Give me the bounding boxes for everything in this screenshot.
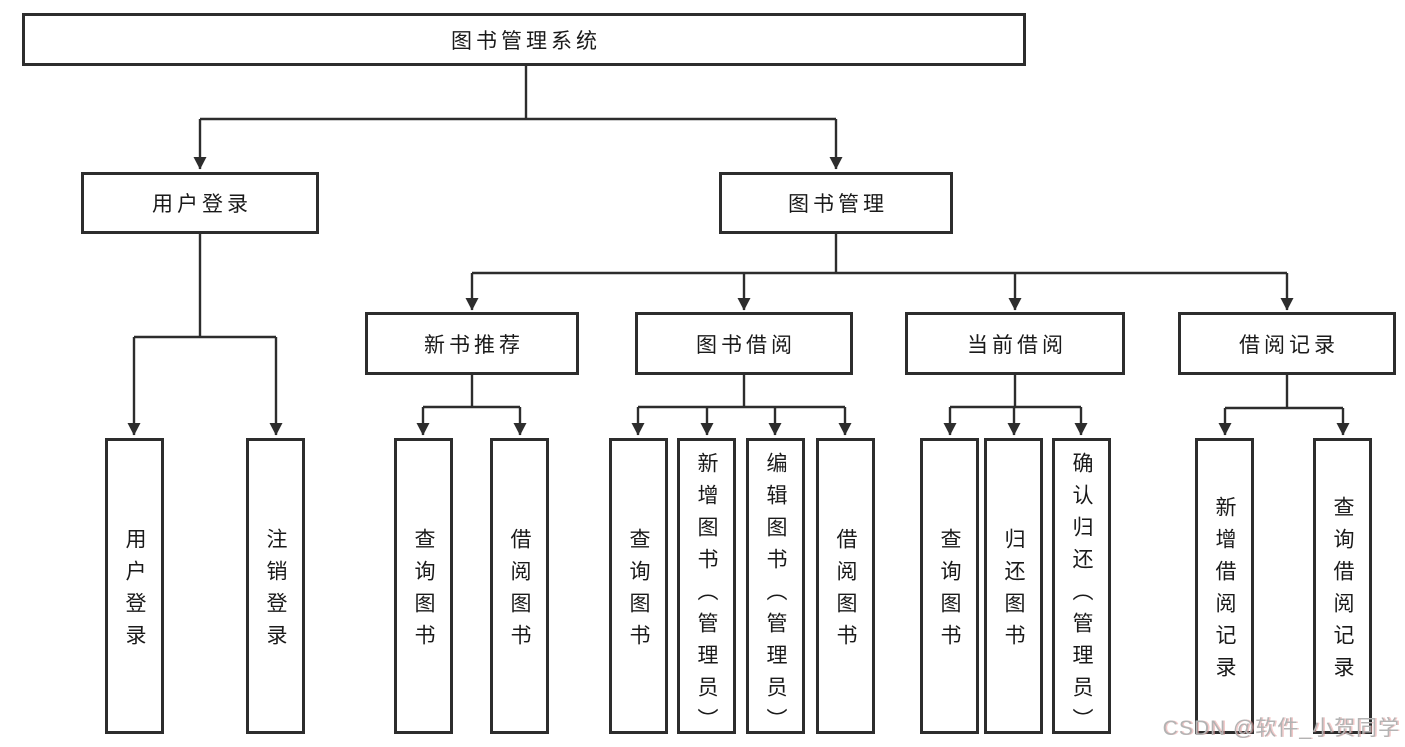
leaf-label: 新增图书（管理员） [695, 452, 718, 740]
node-label: 图书借阅 [696, 333, 796, 357]
leaf-query-books-borrowing: 查询图书 [609, 438, 668, 734]
leaf-label: 查询借阅记录 [1331, 495, 1354, 688]
leaf-label: 新增借阅记录 [1213, 495, 1236, 688]
leaf-label: 注销登录 [264, 527, 287, 656]
leaf-label: 确认归还（管理员） [1070, 452, 1093, 740]
leaf-add-books-admin: 新增图书（管理员） [677, 438, 736, 740]
leaf-label: 查询图书 [627, 527, 650, 656]
leaf-label: 借阅图书 [834, 527, 857, 656]
leaf-borrow-books-borrowing: 借阅图书 [816, 438, 875, 734]
node-book-borrowing: 图书借阅 [635, 312, 853, 375]
leaf-add-borrow-record: 新增借阅记录 [1195, 438, 1254, 734]
node-current-borrowing: 当前借阅 [905, 312, 1125, 375]
leaf-label: 归还图书 [1002, 527, 1025, 656]
leaf-confirm-return-admin: 确认归还（管理员） [1052, 438, 1111, 740]
leaf-query-books-recommend: 查询图书 [394, 438, 453, 734]
leaf-query-borrow-record: 查询借阅记录 [1313, 438, 1372, 734]
node-label: 用户登录 [152, 193, 252, 216]
leaf-logout: 注销登录 [246, 438, 305, 734]
leaf-borrow-books-recommend: 借阅图书 [490, 438, 549, 734]
node-user-login: 用户登录 [81, 172, 319, 234]
leaf-label: 借阅图书 [508, 527, 531, 656]
leaf-label: 查询图书 [412, 527, 435, 656]
node-label: 借阅记录 [1239, 333, 1339, 357]
node-library-management-system: 图书管理系统 [22, 13, 1026, 66]
node-label: 图书管理 [788, 193, 888, 216]
leaf-label: 用户登录 [123, 527, 146, 656]
node-label: 图书管理系统 [451, 29, 601, 53]
leaf-edit-books-admin: 编辑图书（管理员） [746, 438, 805, 740]
leaf-query-books-current: 查询图书 [920, 438, 979, 734]
node-borrowing-records: 借阅记录 [1178, 312, 1396, 375]
node-label: 当前借阅 [967, 333, 1067, 357]
node-book-management: 图书管理 [719, 172, 953, 234]
leaf-label: 查询图书 [938, 527, 961, 656]
node-new-book-recommendation: 新书推荐 [365, 312, 579, 375]
leaf-return-books: 归还图书 [984, 438, 1043, 734]
leaf-user-login: 用户登录 [105, 438, 164, 734]
node-label: 新书推荐 [424, 333, 524, 357]
leaf-label: 编辑图书（管理员） [764, 452, 787, 740]
